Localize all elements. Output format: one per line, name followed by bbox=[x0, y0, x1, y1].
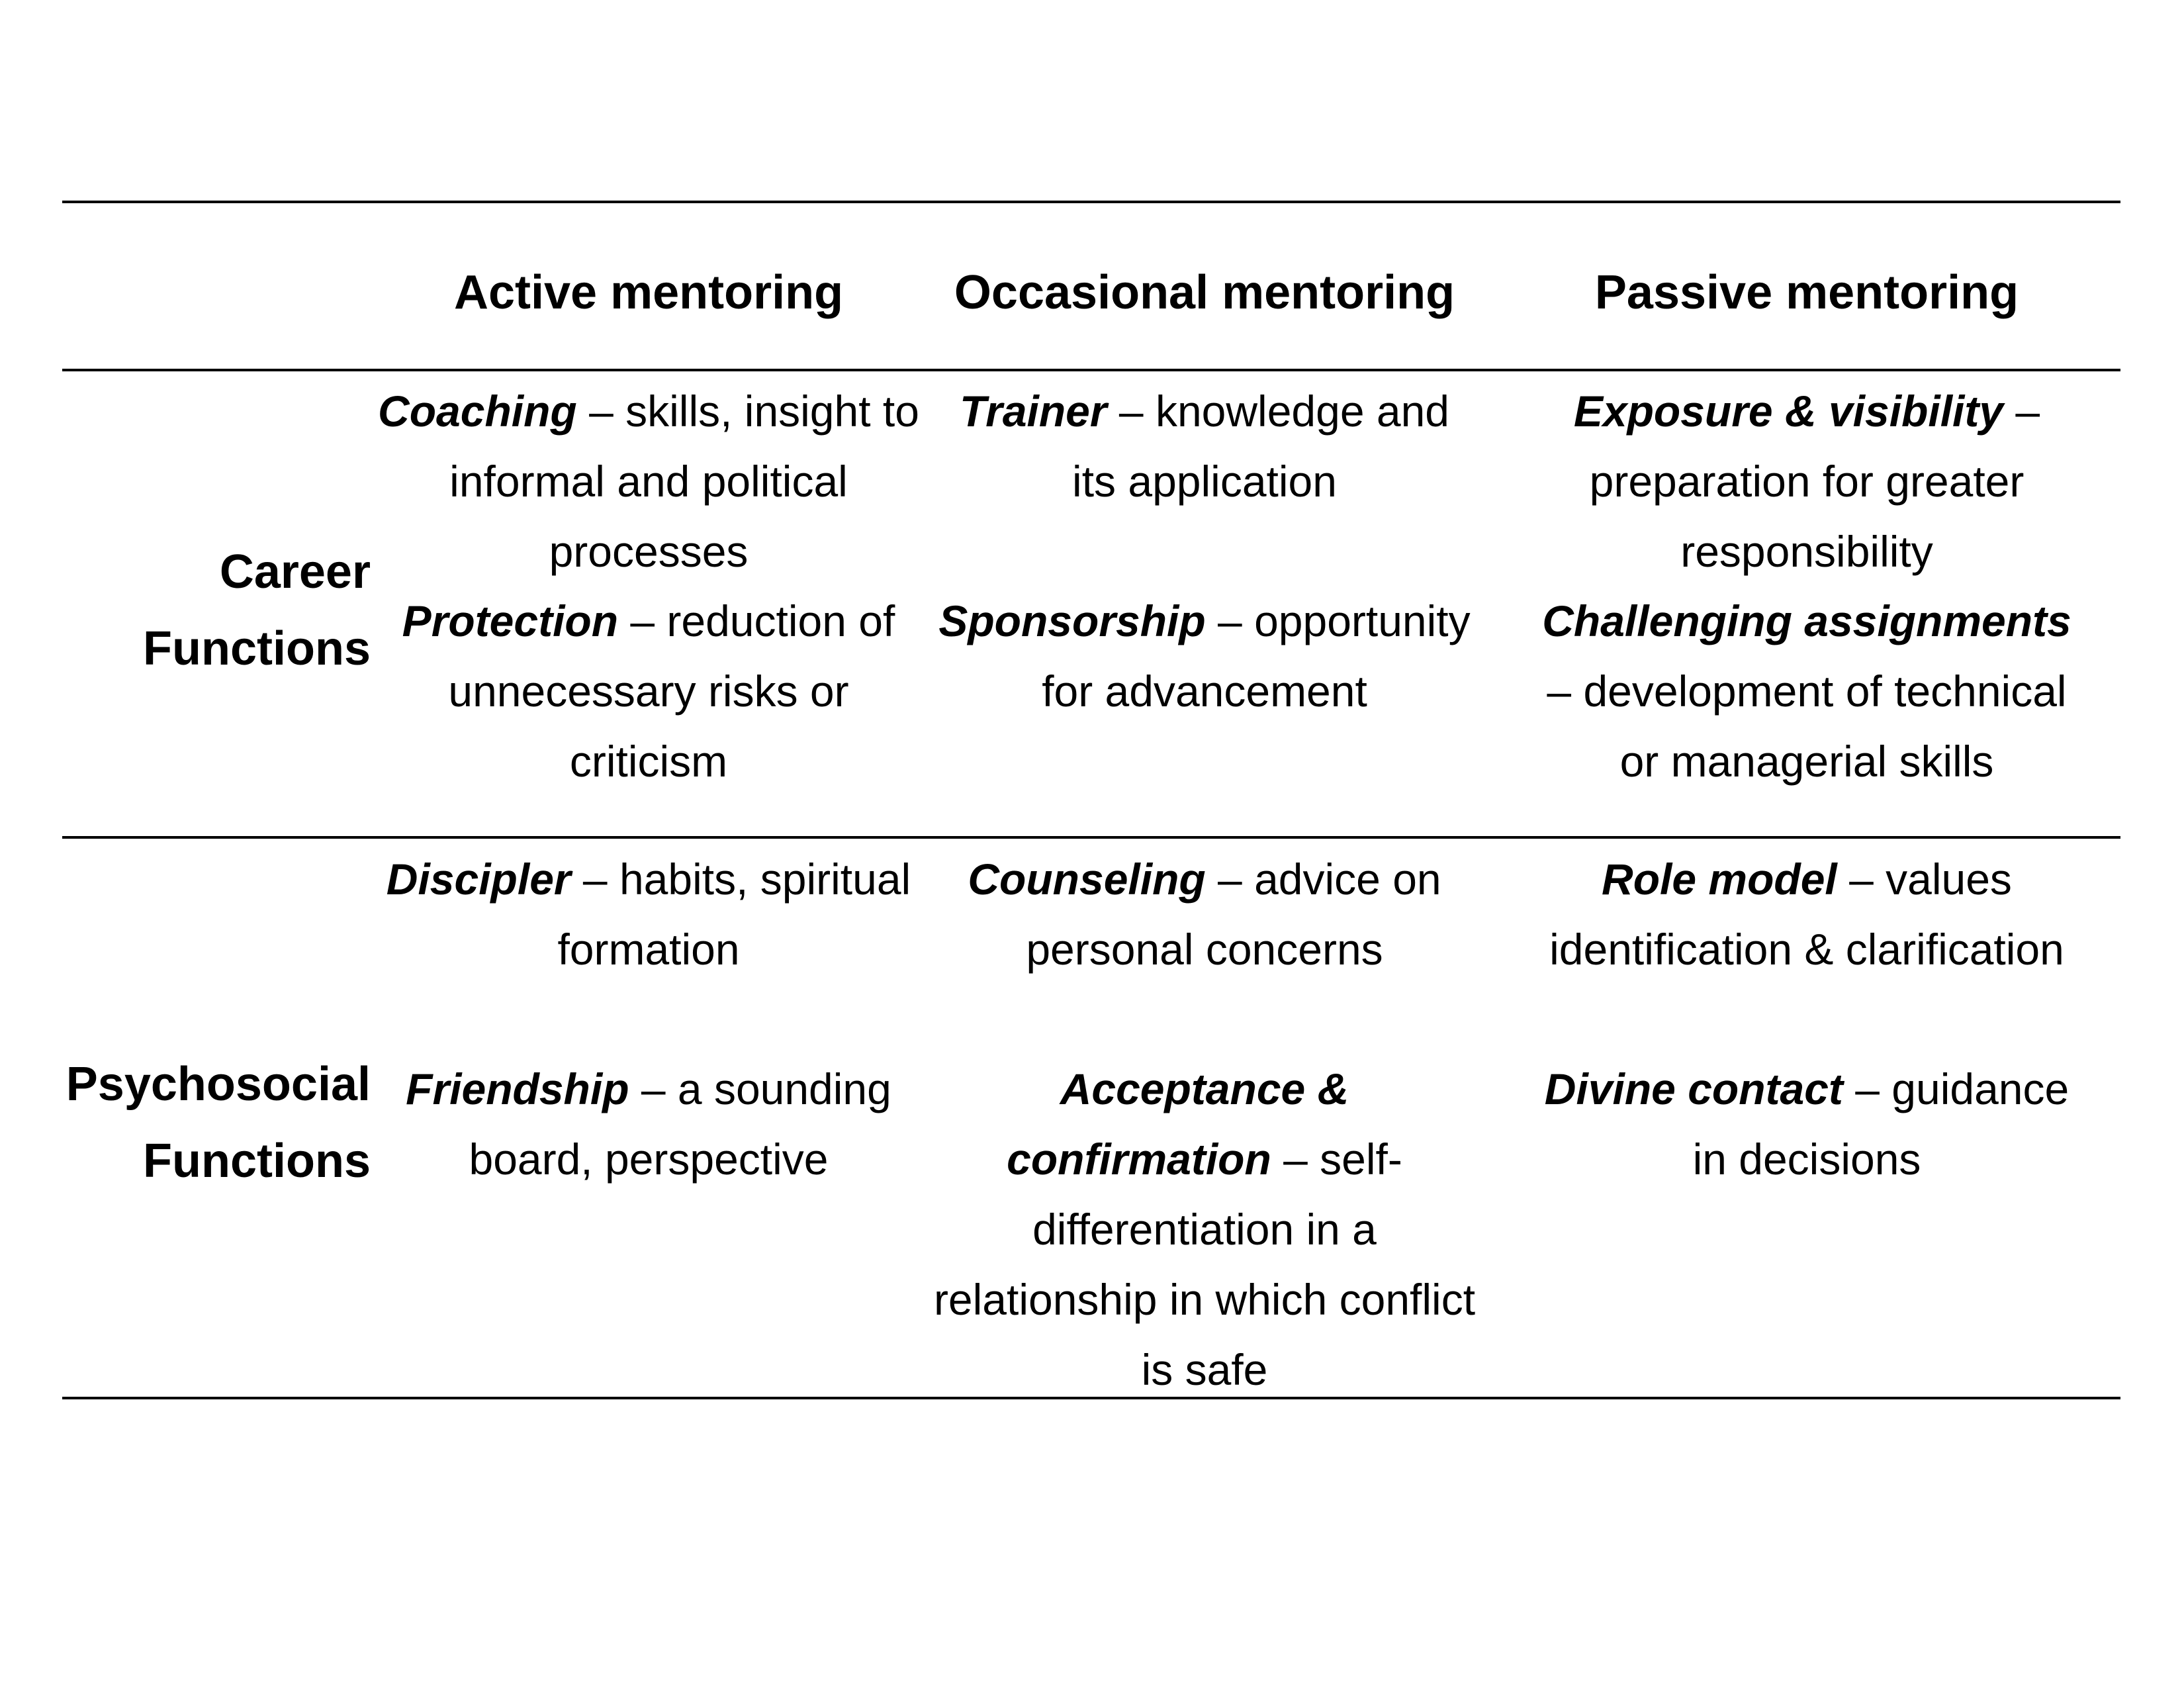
desc-trainer: – knowledge and its application bbox=[1072, 387, 1449, 506]
row-divider-rule bbox=[62, 836, 2120, 839]
desc-divine-contact: – guidance in decisions bbox=[1692, 1064, 2070, 1184]
desc-counseling: – advice on personal concerns bbox=[1026, 855, 1441, 974]
term-sponsorship: Sponsorship bbox=[938, 596, 1206, 645]
cell-career-occasional-1: Trainer – knowledge and its application bbox=[933, 376, 1476, 516]
cell-psychosocial-active-1: Discipler – habits, spiritual formation bbox=[377, 844, 920, 984]
desc-protection: – reduction of unnecessary risks or crit… bbox=[448, 596, 895, 786]
desc-role-model: – values identification & clarification bbox=[1549, 855, 2064, 974]
row-label-career-line1: Career bbox=[219, 545, 371, 598]
term-role-model: Role model bbox=[1602, 855, 1837, 904]
cell-career-passive-1: Exposure & visibility – preparation for … bbox=[1535, 376, 2078, 586]
cell-career-active-2: Protection – reduction of unnecessary ri… bbox=[377, 586, 920, 796]
cell-career-passive-2: Challenging assignments – development of… bbox=[1535, 586, 2078, 796]
cell-career-occasional-2: Sponsorship – opportunity for advancemen… bbox=[933, 586, 1476, 726]
term-counseling: Counseling bbox=[968, 855, 1206, 904]
cell-career-active-1: Coaching – skills, insight to informal a… bbox=[377, 376, 920, 586]
table-top-rule bbox=[62, 201, 2120, 203]
row-label-psychosocial: Psychosocial Functions bbox=[26, 1046, 371, 1199]
term-coaching: Coaching bbox=[378, 387, 577, 436]
desc-sponsorship: – opportunity for advancement bbox=[1042, 596, 1471, 716]
term-friendship: Friendship bbox=[406, 1064, 629, 1113]
cell-psychosocial-active-2: Friendship – a sounding board, perspecti… bbox=[377, 1054, 920, 1194]
term-divine-contact: Divine contact bbox=[1544, 1064, 1843, 1113]
term-exposure-visibility: Exposure & visibility bbox=[1573, 387, 2004, 436]
desc-discipler: – habits, spiritual formation bbox=[557, 855, 911, 974]
desc-challenging-assignments: – development of technical or managerial… bbox=[1547, 667, 2067, 786]
desc-exposure-visibility: – preparation for greater responsibility bbox=[1589, 387, 2040, 576]
row-label-career-line2: Functions bbox=[143, 622, 371, 675]
column-header-passive: Passive mentoring bbox=[1594, 266, 2019, 319]
cell-psychosocial-passive-2: Divine contact – guidance in decisions bbox=[1535, 1054, 2078, 1194]
desc-coaching: – skills, insight to informal and politi… bbox=[449, 387, 919, 576]
column-header-occasional: Occasional mentoring bbox=[954, 266, 1455, 319]
desc-friendship: – a sounding board, perspective bbox=[469, 1064, 891, 1184]
term-acceptance-confirmation: Acceptance & confirmation bbox=[1007, 1064, 1349, 1184]
term-trainer: Trainer bbox=[960, 387, 1107, 436]
cell-psychosocial-occasional-2: Acceptance & confirmation – self-differe… bbox=[933, 1054, 1476, 1405]
row-label-career: Career Functions bbox=[26, 534, 371, 687]
cell-psychosocial-occasional-1: Counseling – advice on personal concerns bbox=[933, 844, 1476, 984]
header-bottom-rule bbox=[62, 369, 2120, 371]
row-label-psychosocial-line2: Functions bbox=[143, 1135, 371, 1188]
term-discipler: Discipler bbox=[386, 855, 571, 904]
table-bottom-rule bbox=[62, 1397, 2120, 1399]
column-header-active: Active mentoring bbox=[453, 266, 844, 319]
cell-psychosocial-passive-1: Role model – values identification & cla… bbox=[1535, 844, 2078, 984]
term-challenging-assignments: Challenging assignments bbox=[1542, 596, 2071, 645]
desc-acceptance-confirmation: – self-differentiation in a relationship… bbox=[933, 1135, 1476, 1394]
term-protection: Protection bbox=[402, 596, 619, 645]
row-label-psychosocial-line1: Psychosocial bbox=[66, 1058, 371, 1111]
